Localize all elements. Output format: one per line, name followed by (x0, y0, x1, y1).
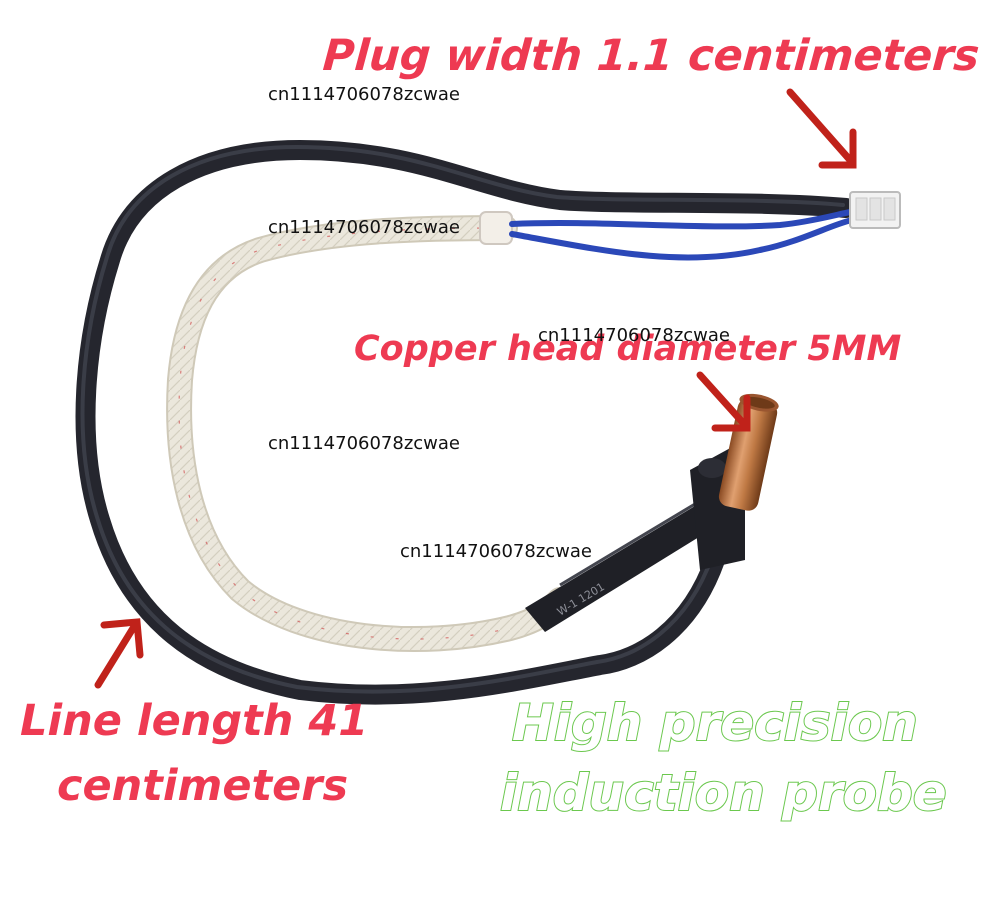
cable-collar (479, 211, 513, 245)
arrow-line-length (94, 618, 144, 689)
watermark-2: cn1114706078zcwae (268, 217, 460, 238)
blue-wire-lower (509, 217, 855, 261)
heat-shrink-sleeve (525, 500, 720, 632)
connector-plug (849, 191, 901, 229)
plug-width-callout: Plug width 1.1 centimeters (321, 31, 981, 81)
watermark-1: cn1114706078zcwae (268, 84, 460, 105)
line-length-callout-line1: Line length 41 (20, 696, 369, 746)
watermark-4: cn1114706078zcwae (268, 433, 460, 454)
watermark-3: cn1114706078zcwae (538, 325, 730, 346)
arrow-plug (786, 88, 857, 169)
probe-callout-line2: induction probe (499, 764, 948, 822)
watermark-5: cn1114706078zcwae (400, 541, 592, 562)
line-length-callout-line2: centimeters (57, 761, 349, 811)
copper-head-callout: Copper head diameter 5MM (354, 329, 902, 369)
blue-wire-upper (509, 209, 853, 230)
probe-callout-line1: High precision (511, 694, 919, 752)
arrow-copper (696, 371, 751, 432)
black-cable (75, 139, 856, 705)
